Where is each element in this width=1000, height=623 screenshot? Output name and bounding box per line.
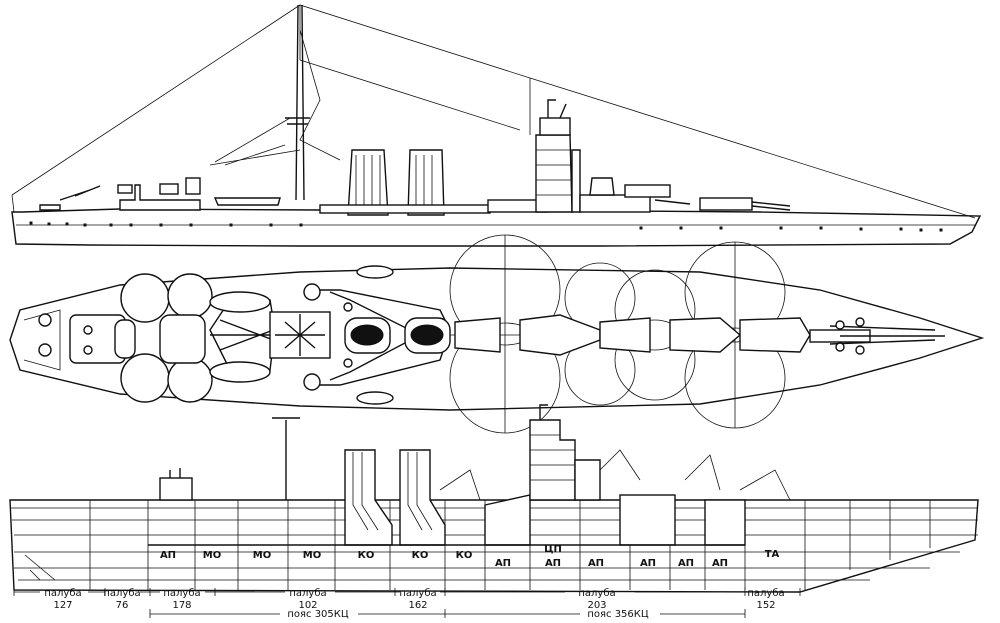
- deck-segment-4: палуба 102: [289, 589, 326, 611]
- compartment-cp: ЦП: [544, 544, 562, 555]
- compartment-ap-7: АП: [711, 558, 729, 569]
- deck-segment-4-label: палуба: [289, 588, 327, 599]
- deck-segment-6-label: палуба: [578, 588, 616, 599]
- compartment-ap-5: АП: [639, 558, 657, 569]
- armour-section: [9, 404, 979, 593]
- compartment-mo-1: МО: [202, 550, 222, 561]
- deck-segment-3: палуба 178: [163, 589, 200, 611]
- deck-segment-1: палуба 127: [44, 589, 81, 611]
- deck-segment-5: палуба 162: [399, 589, 436, 611]
- compartment-ko-2: КО: [411, 550, 429, 561]
- compartment-ap-2: АП: [494, 558, 512, 569]
- compartment-ta: ТА: [764, 549, 780, 560]
- belt-label-1: пояс 305КЦ: [287, 609, 349, 620]
- plan-view: [9, 234, 985, 434]
- compartment-ap-4: АП: [587, 558, 605, 569]
- deck-segment-7-label: палуба: [747, 588, 785, 599]
- deck-segment-2-label: палуба: [103, 588, 141, 599]
- deck-segment-1-label: палуба: [44, 588, 82, 599]
- compartment-ap-1: АП: [159, 550, 177, 561]
- deck-segment-2-value: 76: [115, 600, 129, 611]
- deck-segment-5-value: 162: [408, 600, 428, 611]
- deck-segment-3-value: 178: [172, 600, 192, 611]
- deck-segment-7-value: 152: [756, 600, 776, 611]
- deck-segment-1-value: 127: [53, 600, 73, 611]
- deck-segment-4-value: 102: [298, 600, 318, 611]
- deck-segment-6-value: 203: [587, 600, 607, 611]
- deck-segment-2: палуба 76: [103, 589, 140, 611]
- compartment-ap-3: АП: [544, 558, 562, 569]
- compartment-ap-6: АП: [677, 558, 695, 569]
- deck-segment-7: палуба 152: [747, 589, 784, 611]
- compartment-ko-3: КО: [455, 550, 473, 561]
- compartment-mo-3: МО: [302, 550, 322, 561]
- belt-label-2: пояс 356КЦ: [587, 609, 649, 620]
- deck-segment-6: палуба 203: [578, 589, 615, 611]
- compartment-mo-2: МО: [252, 550, 272, 561]
- deck-segment-3-label: палуба: [163, 588, 201, 599]
- deck-segment-5-label: палуба: [399, 588, 437, 599]
- compartment-ko-1: КО: [357, 550, 375, 561]
- side-profile: [11, 4, 982, 247]
